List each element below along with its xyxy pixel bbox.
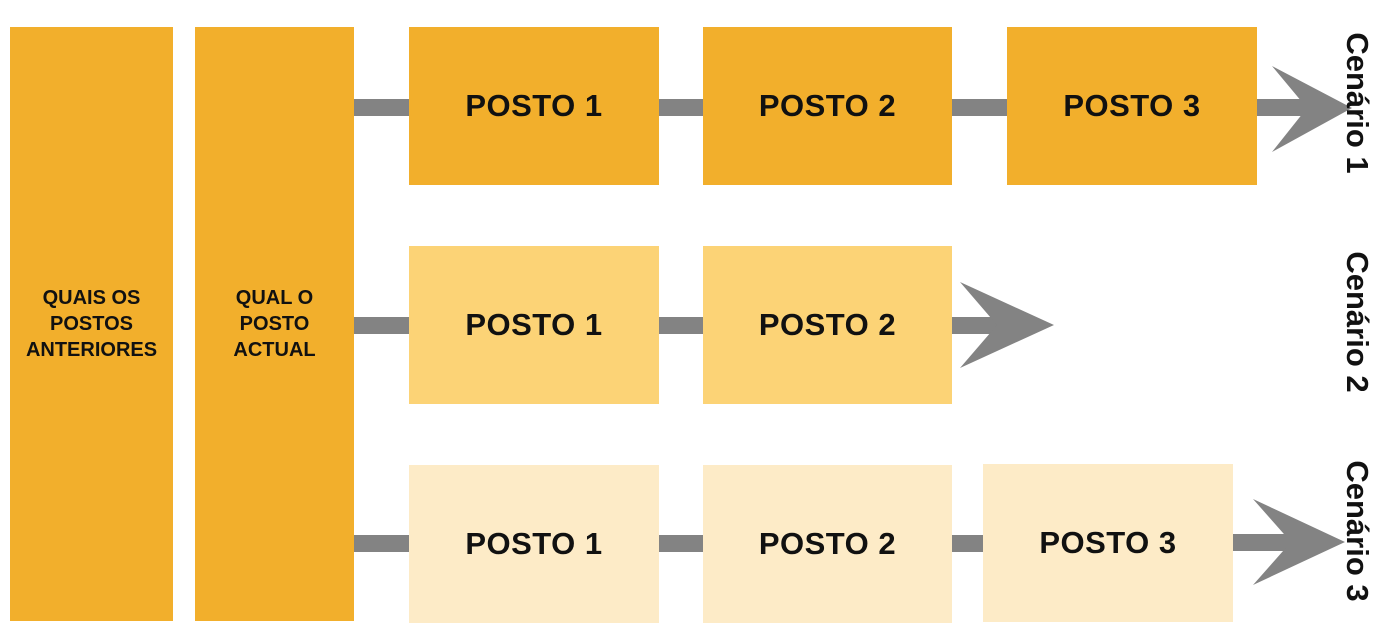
scenario-1-label: Cenário 1 [1340,32,1375,174]
connector [659,535,703,552]
scenario-3-posto-1: POSTO 1 [409,465,659,623]
scenario-3-label: Cenário 3 [1340,460,1375,602]
connector [354,317,410,334]
scenario-2-posto-1: POSTO 1 [409,246,659,404]
previous-posts-column: QUAIS OS POSTOS ANTERIORES [10,27,173,621]
connector [354,535,410,552]
scenario-3-posto-3: POSTO 3 [983,464,1233,622]
connector [659,317,703,334]
previous-posts-label: QUAIS OS POSTOS ANTERIORES [25,287,158,361]
connector [952,99,1007,116]
connector [952,535,984,552]
scenario-1-posto-2: POSTO 2 [703,27,952,185]
scenario-1-posto-1: POSTO 1 [409,27,659,185]
current-post-column: QUAL O POSTO ACTUAL [195,27,354,621]
connector [659,99,703,116]
scenario-2-label: Cenário 2 [1340,251,1375,393]
scenario-2-posto-2: POSTO 2 [703,246,952,404]
scenario-1-arrow-icon [1257,66,1352,152]
scenario-3-arrow-icon [1233,499,1345,585]
scenario-3-posto-2: POSTO 2 [703,465,952,623]
connector [354,99,410,116]
scenario-1-posto-3: POSTO 3 [1007,27,1257,185]
current-post-label: QUAL O POSTO ACTUAL [233,287,316,361]
scenario-2-arrow-icon [952,282,1054,368]
